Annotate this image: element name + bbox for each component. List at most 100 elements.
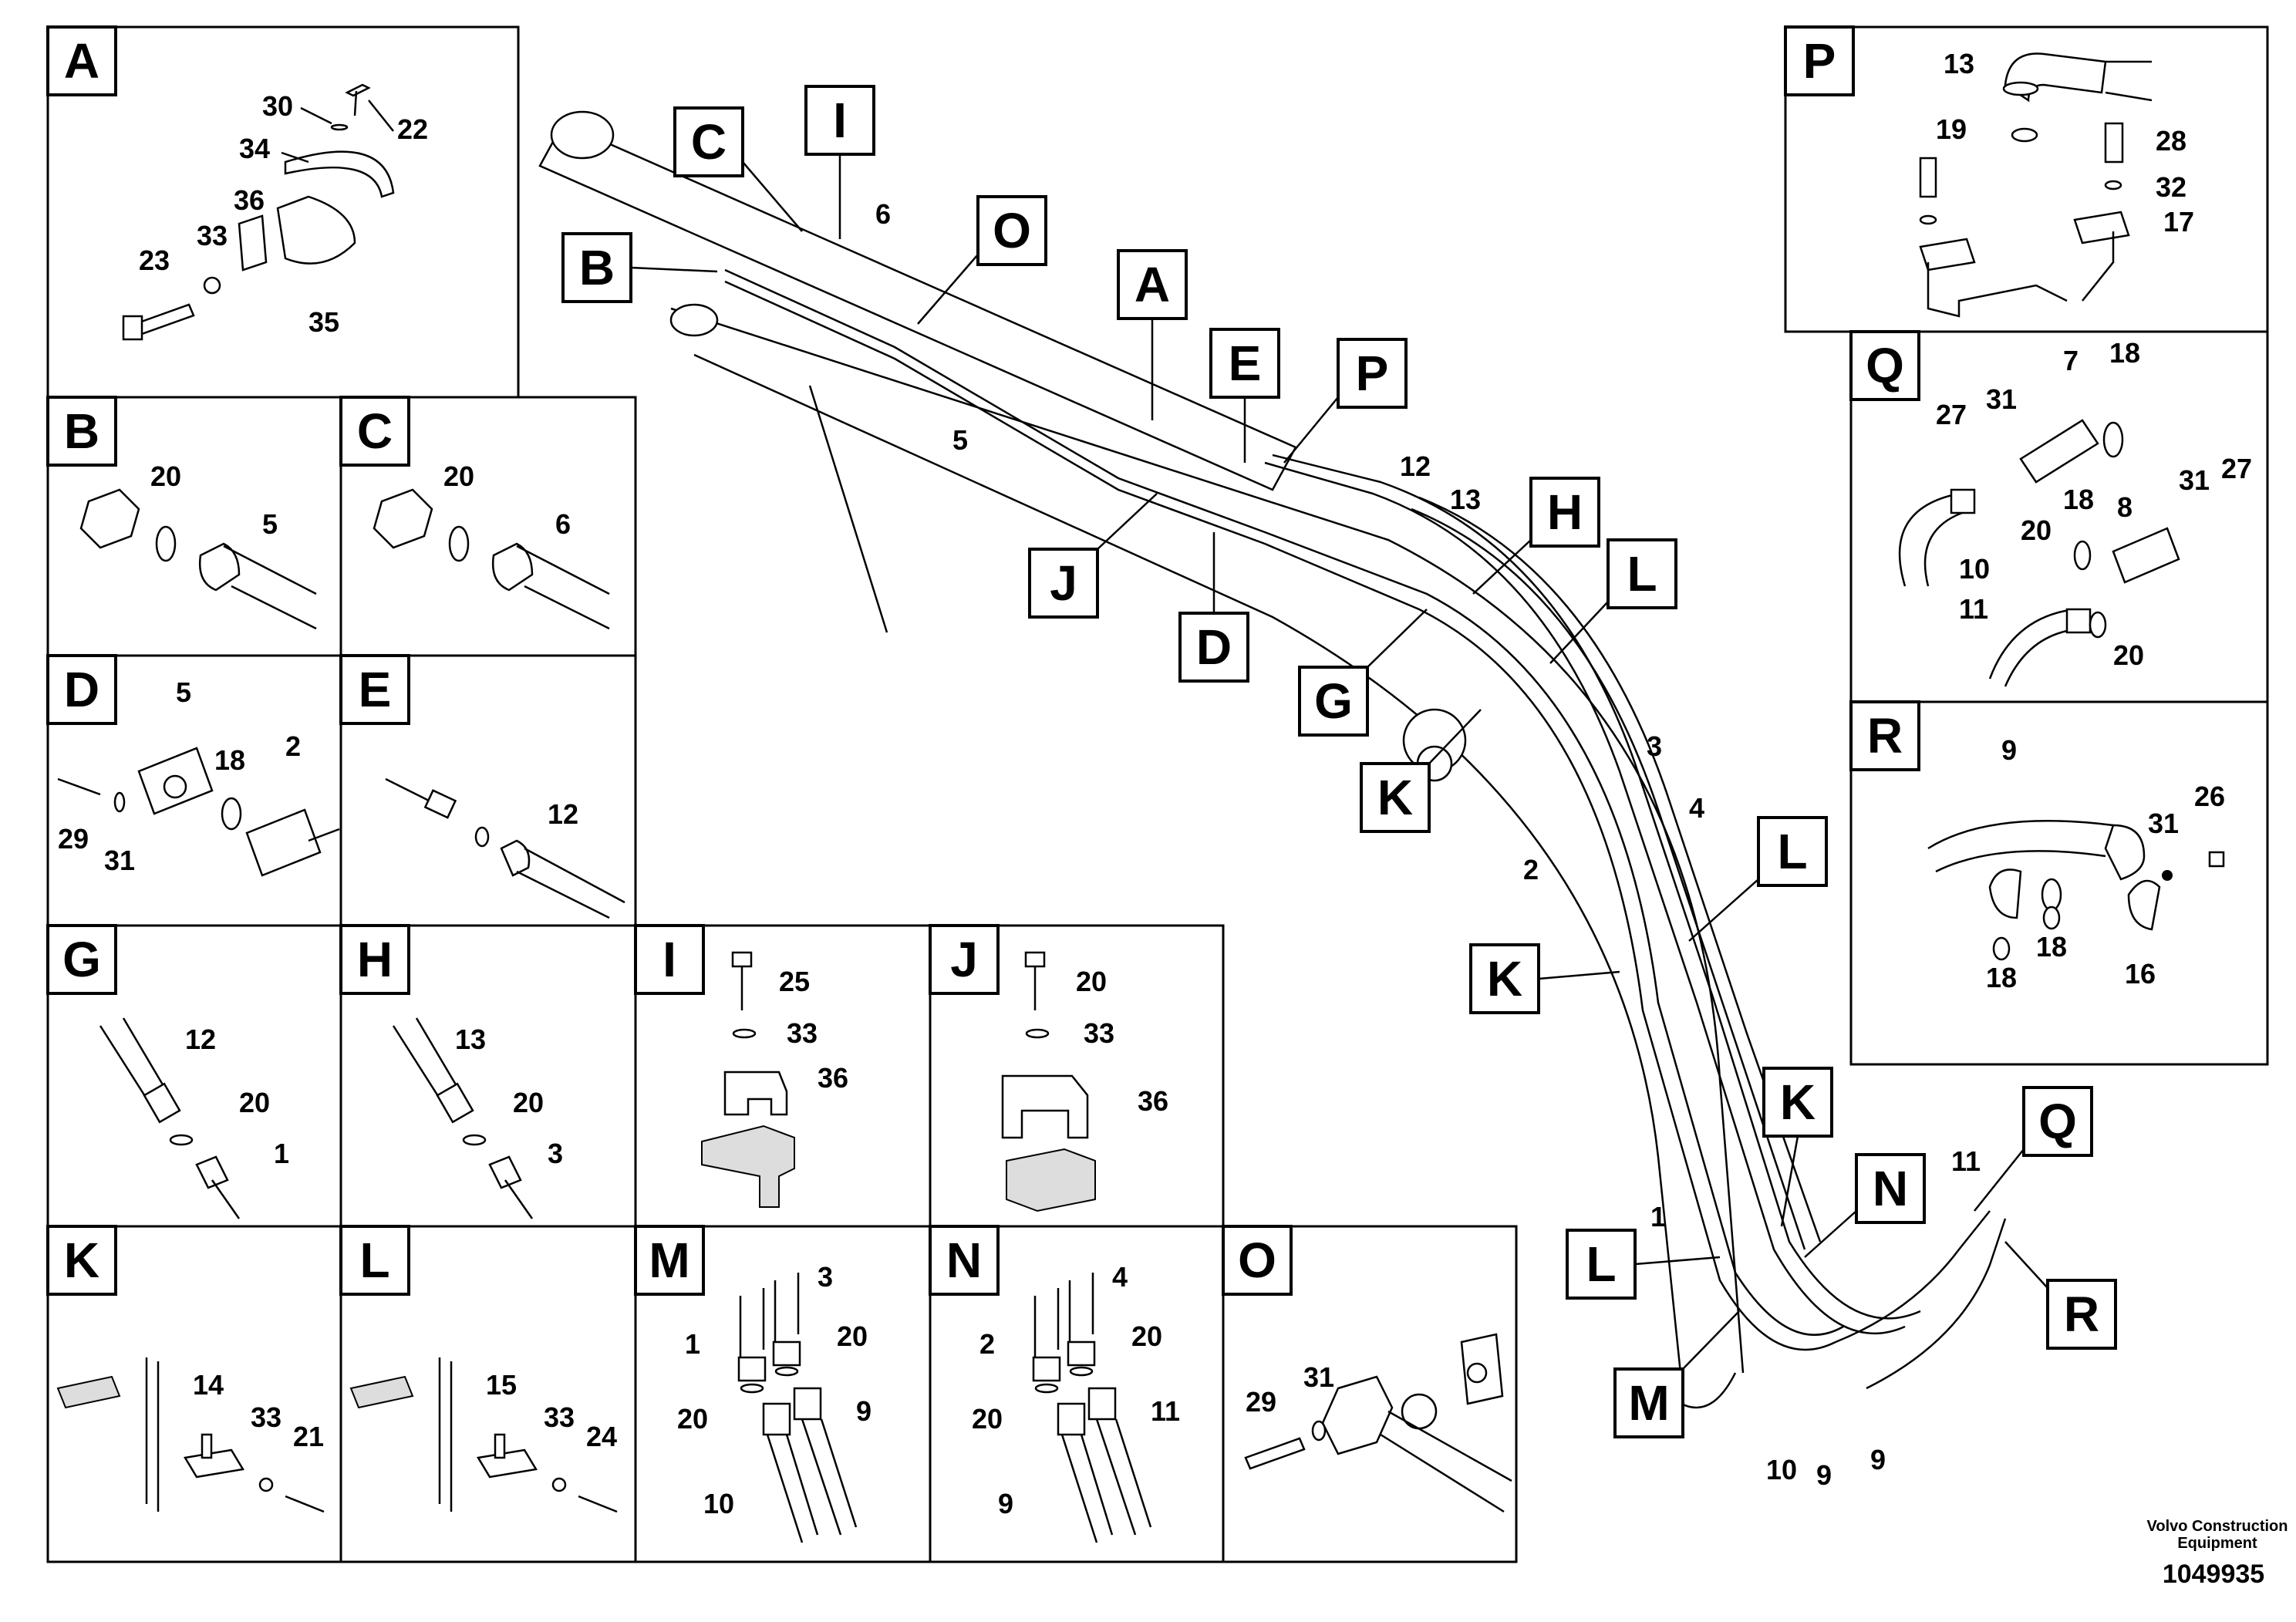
part-number-label: 34 (239, 133, 270, 164)
part-number-label: 9 (998, 1488, 1013, 1519)
part-number-label: 2 (285, 730, 301, 762)
part-number-label: 17 (2163, 206, 2194, 238)
part-number-label: 27 (1936, 399, 1967, 430)
detail-panel-b: B 20 5 (46, 396, 342, 657)
brand-line-2: Equipment (2177, 1535, 2257, 1552)
callout-tag: J (1050, 555, 1077, 611)
detail-panel-m: M 3 1 20 20 9 10 (634, 1225, 932, 1563)
detail-panel-i: I 25 33 36 (634, 924, 932, 1228)
bolt-23-head (122, 315, 143, 341)
part-number-label: 13 (1944, 48, 1974, 79)
callout-tag: K (1487, 951, 1522, 1007)
part-number-label: 3 (548, 1138, 563, 1169)
part-number-label: 3 (818, 1261, 833, 1293)
clamp-35 (276, 195, 356, 265)
o-ring-20 (155, 525, 177, 562)
part-number-label: 8 (2117, 491, 2132, 523)
part-number-label: 26 (2194, 781, 2225, 812)
part-number-label: 20 (972, 1403, 1003, 1435)
detail-panel-j: J 20 33 36 (929, 924, 1225, 1228)
detail-panel-p: P 13 19 28 32 17 (1784, 25, 2269, 333)
callout-tag: K (64, 1233, 99, 1288)
part-number-label: 30 (262, 90, 293, 122)
part-number-label: 33 (544, 1401, 575, 1433)
callout-tag: O (1238, 1233, 1276, 1288)
part-number-label: 23 (139, 244, 170, 276)
callout-tag: P (1356, 346, 1389, 401)
part-number-label: 31 (2179, 464, 2210, 496)
part-number-label: 36 (1138, 1085, 1168, 1117)
detail-panel-q: Q 27 31 7 18 20 10 18 8 31 27 11 20 (1849, 330, 2269, 703)
callout-tag: O (993, 203, 1031, 258)
part-number-label: 9 (856, 1395, 872, 1427)
detail-panel-h: H 13 20 3 (339, 924, 637, 1228)
part-number-label: 13 (455, 1023, 486, 1055)
detail-panel-d: D 5 18 2 29 31 (46, 654, 342, 927)
part-number-label: 28 (2156, 125, 2186, 157)
callout-tag: Q (1866, 338, 1904, 393)
part-number-label: 18 (1986, 962, 2017, 993)
part-number-label: 1 (685, 1328, 700, 1360)
part-number-label: 33 (1084, 1017, 1114, 1049)
detail-panel-n: N 4 2 20 20 11 9 (929, 1225, 1225, 1563)
part-number-label: 15 (486, 1369, 517, 1401)
footer: Volvo Construction Equipment 1049935 (2147, 1518, 2288, 1589)
bolt-22-shank (353, 90, 358, 116)
part-number-label: 18 (214, 744, 245, 776)
callout-tag: L (1627, 546, 1657, 602)
callout-tag: I (833, 93, 847, 148)
part-number-label: 22 (397, 113, 428, 145)
callout-tag: N (1873, 1161, 1908, 1216)
callout-tag: M (649, 1233, 689, 1288)
part-number-label: 20 (677, 1403, 708, 1435)
nut (79, 488, 140, 549)
part-number-label: 33 (251, 1401, 282, 1433)
part-number-label: 18 (2036, 931, 2067, 963)
part-number-label: 9 (1870, 1444, 1886, 1475)
part-number-label: 18 (2063, 484, 2094, 515)
callout-tag: K (1377, 770, 1413, 825)
part-number-label: 16 (2125, 958, 2156, 990)
part-number-label: 6 (555, 508, 571, 540)
part-number-label: 32 (2156, 171, 2186, 203)
part-number-label: 12 (1400, 450, 1431, 482)
callout-tag: P (1803, 33, 1836, 89)
callout-tag: E (1229, 336, 1262, 391)
clamp-34 (284, 150, 395, 198)
callout-tag: K (1780, 1074, 1816, 1130)
boom-illustration (538, 110, 2007, 1409)
part-number-label: 20 (443, 460, 474, 492)
detail-panel-l: L 15 33 24 (339, 1225, 637, 1563)
part-number-label: 14 (193, 1369, 224, 1401)
callout-tag: G (62, 932, 101, 987)
callout-tag: H (357, 932, 393, 987)
fitting (198, 542, 241, 592)
callout-tag: D (1196, 619, 1232, 675)
part-number-label: 12 (185, 1023, 216, 1055)
callout-tag: G (1314, 673, 1353, 729)
part-number-label: 12 (548, 798, 578, 830)
part-number-label: 2 (1523, 854, 1539, 885)
clip-36 (238, 214, 268, 271)
callout-tag: L (1586, 1236, 1616, 1292)
detail-panel-o: O 29 31 (1222, 1225, 1518, 1563)
callout-tag: R (2064, 1286, 2099, 1342)
part-number-label: 20 (2021, 514, 2052, 546)
part-number-label: 31 (104, 845, 135, 876)
main-tags: C I B O A E P J D H L G K L K K N Q L (561, 85, 2117, 1438)
flange-2 (245, 808, 322, 877)
doc-number: 1049935 (2163, 1560, 2264, 1589)
callout-tag: C (691, 114, 727, 170)
part-number-label: 20 (239, 1087, 270, 1118)
part-number-label: 11 (1951, 1145, 1981, 1177)
bolt-22-head (345, 83, 371, 97)
callout-tag: B (579, 240, 615, 295)
part-number-label: 20 (513, 1087, 544, 1118)
callout-tag: H (1547, 484, 1583, 540)
part-number-label: 33 (197, 220, 228, 251)
part-number-label: 11 (1959, 593, 1988, 625)
part-number-label: 20 (1131, 1320, 1162, 1352)
detail-panel-r: R 9 31 26 18 18 16 (1849, 700, 2269, 1066)
part-number-label: 18 (2109, 337, 2140, 369)
detail-panel-k: K 14 33 21 (46, 1225, 342, 1563)
